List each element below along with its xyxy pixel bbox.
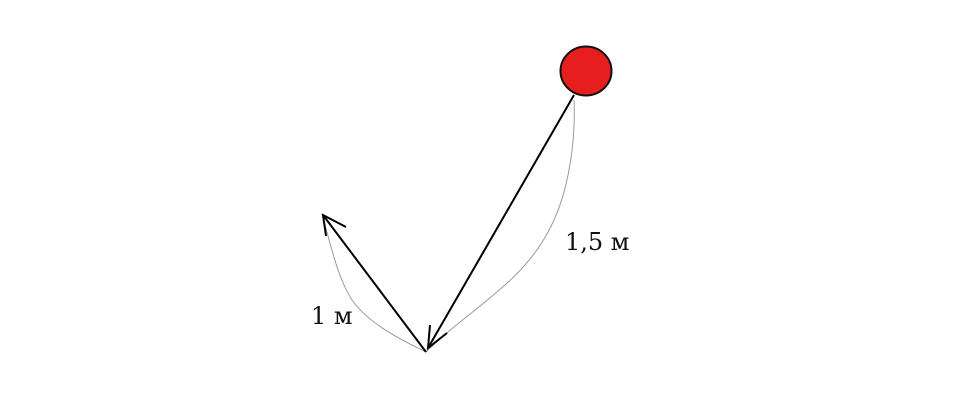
long-distance-label: 1,5 м — [565, 228, 629, 256]
short-distance-label: 1 м — [311, 302, 353, 330]
short-curved-path — [321, 213, 427, 353]
long-curved-path — [425, 99, 575, 353]
long-arrow-head-icon — [426, 324, 448, 351]
short-displacement-arrow — [321, 213, 427, 353]
long-displacement-arrow — [426, 94, 575, 351]
short-arrow-head-icon — [321, 213, 347, 237]
ball-icon — [559, 45, 613, 97]
short-arrow-shaft — [322, 214, 427, 353]
long-arrow-shaft — [427, 94, 575, 349]
